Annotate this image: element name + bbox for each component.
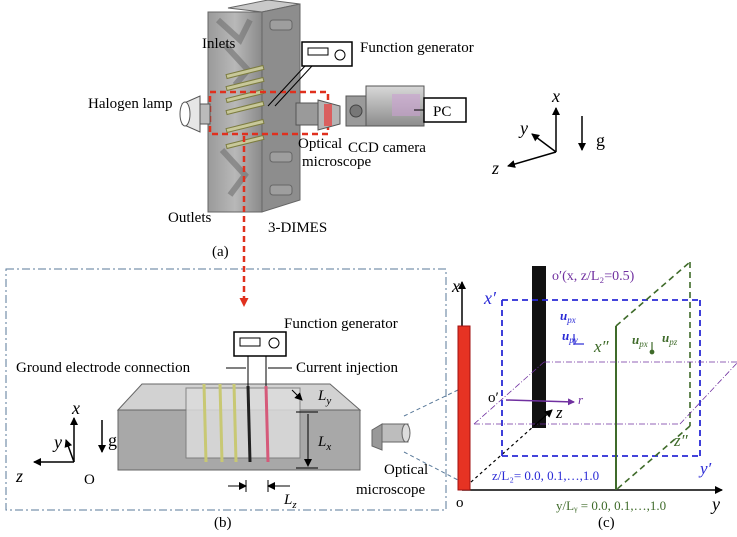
axis-x-a: x bbox=[551, 86, 560, 106]
u-pz-green: upz bbox=[662, 330, 678, 347]
axes-b: x y z g O bbox=[15, 398, 117, 488]
u-px-blue: upx bbox=[560, 308, 576, 325]
axes-a: x y z g bbox=[491, 86, 605, 178]
r-vector bbox=[505, 398, 575, 406]
pc-label: PC bbox=[433, 104, 451, 120]
ccd-camera-icon bbox=[345, 85, 425, 127]
function-generator-label-a: Function generator bbox=[360, 40, 474, 56]
outlets-label: Outlets bbox=[168, 210, 211, 226]
caption-a: (a) bbox=[212, 244, 229, 260]
function-generator-b bbox=[233, 331, 287, 386]
dim-lx: Lx bbox=[317, 434, 331, 453]
panel-c: x y o x′ x″ z″ y′ o′ z r o′(x, z/L₂=0.5)… bbox=[451, 261, 737, 531]
u-py-blue: upy bbox=[562, 328, 578, 345]
purple-planes bbox=[473, 361, 737, 425]
origin-c: o bbox=[456, 495, 464, 511]
r-label: r bbox=[578, 392, 584, 407]
flow-cell bbox=[116, 383, 362, 471]
current-injection-label: Current injection bbox=[296, 360, 399, 376]
x-prime-label: x′ bbox=[483, 288, 497, 308]
inlets-label: Inlets bbox=[202, 36, 235, 52]
y-prime-label: y′ bbox=[698, 459, 712, 478]
z-arrow bbox=[533, 409, 553, 427]
axis-y-b: y bbox=[52, 432, 62, 452]
caption-b: (b) bbox=[214, 515, 232, 531]
optical-microscope-label-b-1: Optical bbox=[384, 462, 428, 478]
axis-z-c-line bbox=[461, 425, 535, 491]
axis-z-b: z bbox=[15, 466, 23, 486]
panel-b: Function generator Ground electrode conn… bbox=[5, 268, 459, 531]
black-electrode bbox=[532, 266, 546, 428]
optical-microscope-label-a-1: Optical bbox=[298, 136, 342, 152]
optical-microscope-label-b-2: microscope bbox=[356, 482, 425, 498]
x-dprime-label: x″ bbox=[593, 337, 610, 356]
microscope-objective-b bbox=[371, 389, 459, 481]
gravity-b: g bbox=[108, 430, 117, 450]
y-range-label: y/Lᵧ = 0.0, 0.1,…,1.0 bbox=[556, 498, 666, 514]
red-electrode bbox=[457, 325, 471, 491]
z-dprime-label: z″ bbox=[673, 431, 689, 450]
velocity-vectors-blue bbox=[573, 334, 584, 345]
axis-x-c: x bbox=[451, 276, 460, 296]
panel-b-frame bbox=[5, 268, 447, 511]
axis-y-c: y bbox=[710, 494, 720, 514]
o-prime-label: o′ bbox=[488, 390, 499, 406]
halogen-lamp-icon bbox=[179, 95, 211, 133]
z-range-label: z/L₂= 0.0, 0.1,…,1.0 bbox=[492, 468, 599, 483]
pc-box bbox=[423, 97, 467, 123]
dim-lz: Lz bbox=[283, 492, 297, 511]
velocity-vectors-green bbox=[649, 342, 655, 355]
optical-microscope-label-a-2: microscope bbox=[302, 154, 371, 170]
device-label: 3-DIMES bbox=[268, 220, 327, 236]
function-generator-a bbox=[267, 41, 353, 107]
axis-y-a: y bbox=[518, 118, 528, 138]
ground-electrode-label: Ground electrode connection bbox=[16, 360, 191, 376]
origin-b: O bbox=[84, 472, 95, 488]
device-3dimes bbox=[207, 0, 301, 213]
microscope-objective-a bbox=[295, 99, 341, 131]
o-prime-coord-label: o′(x, z/L₂=0.5) bbox=[552, 269, 635, 284]
panel-a: Inlets Function generator Halogen lamp P… bbox=[88, 0, 605, 260]
axis-x-b: x bbox=[71, 398, 80, 418]
dimension-lines bbox=[228, 389, 318, 492]
dim-ly: Ly bbox=[317, 388, 331, 407]
gravity-a: g bbox=[596, 130, 605, 150]
blue-plane bbox=[501, 299, 701, 457]
ccd-camera-label: CCD camera bbox=[348, 140, 426, 156]
u-px-green: upx bbox=[632, 332, 648, 349]
halogen-lamp-label: Halogen lamp bbox=[88, 96, 173, 112]
axis-z-a: z bbox=[491, 158, 499, 178]
caption-c: (c) bbox=[598, 515, 615, 531]
function-generator-label-b: Function generator bbox=[284, 316, 398, 332]
z-label-c: z bbox=[555, 403, 563, 422]
green-plane bbox=[615, 261, 691, 491]
